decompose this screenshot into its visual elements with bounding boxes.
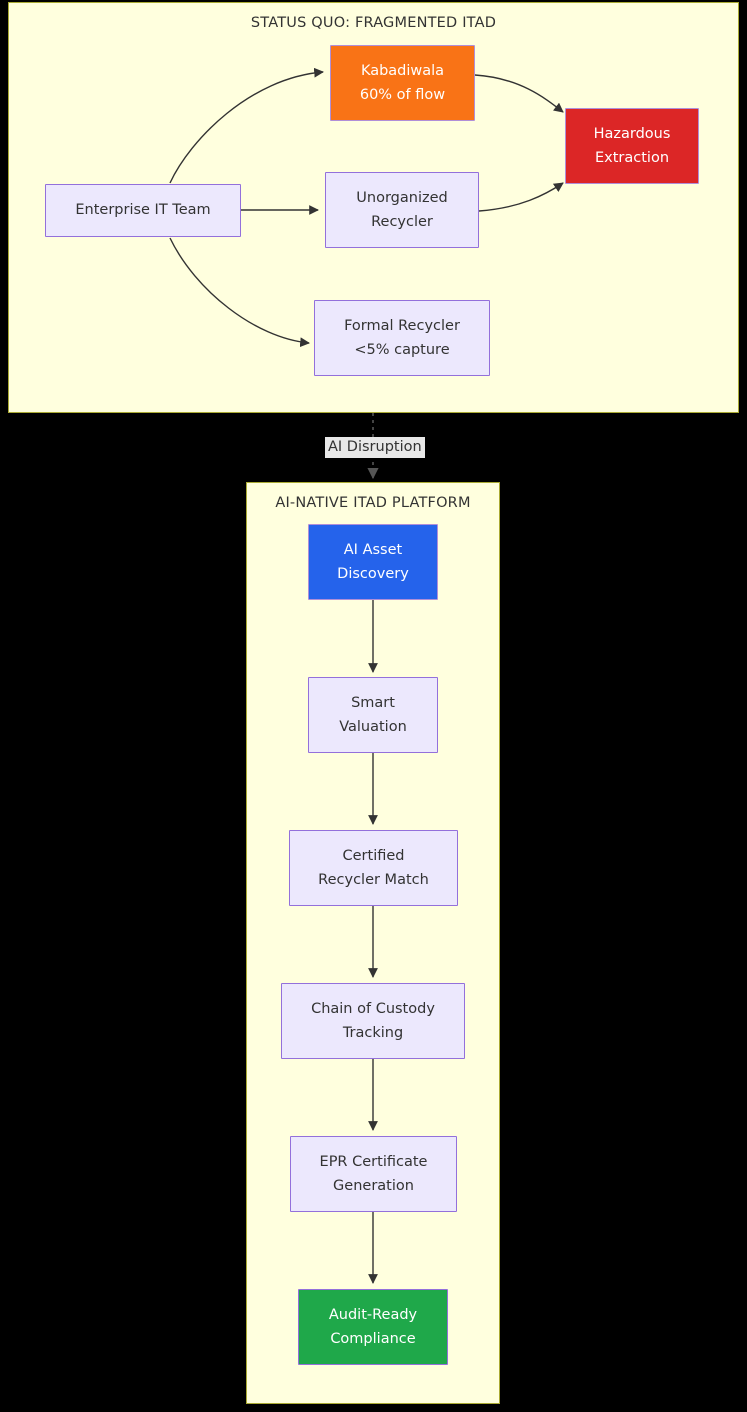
- node-enterprise-it-team[interactable]: Enterprise IT Team: [45, 184, 241, 237]
- node-epr-certificate-generation[interactable]: EPR Certificate Generation: [290, 1136, 457, 1212]
- node-kabadiwala-line2: 60% of flow: [359, 87, 446, 103]
- node-unorganized-recycler-line2: Recycler: [371, 214, 433, 230]
- node-ai-asset-discovery-line1: AI Asset: [343, 541, 403, 558]
- node-hazardous-extraction-line1: Hazardous: [593, 125, 671, 142]
- node-certified-recycler-match-line1: Certified: [342, 847, 405, 864]
- node-epr-certificate-generation-line1: EPR Certificate: [319, 1153, 428, 1170]
- node-smart-valuation[interactable]: Smart Valuation: [308, 677, 438, 753]
- node-formal-recycler-line2: <5% capture: [354, 342, 450, 358]
- node-smart-valuation-line1: Smart: [351, 694, 395, 711]
- node-audit-ready-compliance-line2: Compliance: [330, 1331, 416, 1347]
- node-ai-asset-discovery[interactable]: AI Asset Discovery: [308, 524, 438, 600]
- node-formal-recycler[interactable]: Formal Recycler <5% capture: [314, 300, 490, 376]
- subgraph-status-quo-title: STATUS QUO: FRAGMENTED ITAD: [250, 15, 497, 31]
- node-epr-certificate-generation-line2: Generation: [333, 1178, 414, 1194]
- node-hazardous-extraction-line2: Extraction: [594, 150, 670, 166]
- node-audit-ready-compliance-line1: Audit-Ready: [328, 1306, 418, 1323]
- node-hazardous-extraction[interactable]: Hazardous Extraction: [565, 108, 699, 184]
- node-ai-asset-discovery-line2: Discovery: [337, 566, 409, 582]
- node-smart-valuation-line2: Valuation: [339, 719, 407, 735]
- node-chain-of-custody-tracking-line2: Tracking: [342, 1025, 404, 1041]
- edge-label-ai-disruption: AI Disruption: [325, 437, 425, 458]
- node-enterprise-it-team-label: Enterprise IT Team: [75, 202, 211, 219]
- subgraph-ai-platform-title: AI-NATIVE ITAD PLATFORM: [275, 495, 471, 511]
- node-certified-recycler-match[interactable]: Certified Recycler Match: [289, 830, 458, 906]
- node-chain-of-custody-tracking-line1: Chain of Custody: [311, 1000, 435, 1017]
- node-formal-recycler-line1: Formal Recycler: [344, 317, 460, 334]
- node-unorganized-recycler[interactable]: Unorganized Recycler: [325, 172, 479, 248]
- node-chain-of-custody-tracking[interactable]: Chain of Custody Tracking: [281, 983, 465, 1059]
- node-kabadiwala[interactable]: Kabadiwala 60% of flow: [330, 45, 475, 121]
- node-audit-ready-compliance[interactable]: Audit-Ready Compliance: [298, 1289, 448, 1365]
- node-unorganized-recycler-line1: Unorganized: [356, 189, 448, 206]
- subgraph-ai-platform: AI-NATIVE ITAD PLATFORM: [246, 482, 500, 1404]
- node-kabadiwala-line1: Kabadiwala: [360, 62, 445, 79]
- node-certified-recycler-match-line2: Recycler Match: [318, 872, 429, 888]
